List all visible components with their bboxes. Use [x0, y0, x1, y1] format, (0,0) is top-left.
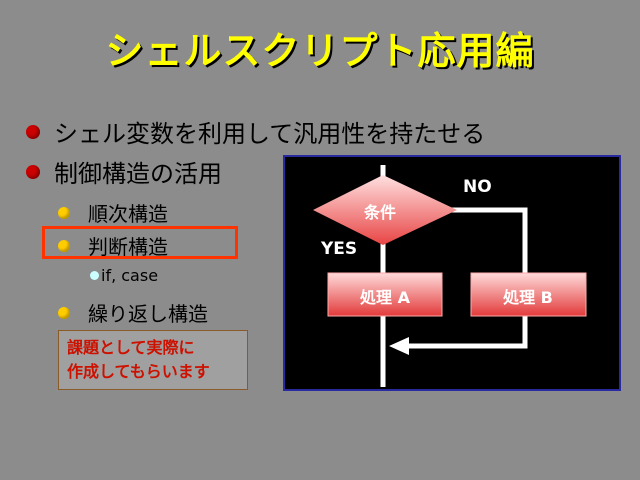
sub-bullet-text: 判断構造 — [88, 235, 168, 259]
process-a-label: 処理 A — [360, 288, 410, 307]
sub-sub-bullet-if-case: if, case — [90, 266, 158, 285]
flowchart-svg — [313, 165, 587, 387]
yellow-bullet-icon — [58, 206, 70, 219]
red-bullet-icon — [26, 164, 40, 179]
assignment-line-2: 作成してもらいます — [67, 362, 210, 381]
cyan-bullet-icon — [90, 271, 99, 280]
bullet-shell-variables: シェル変数を利用して汎用性を持たせる — [26, 114, 485, 149]
assignment-line-1: 課題として実際に — [67, 338, 195, 357]
sub-bullet-text: 繰り返し構造 — [88, 302, 208, 326]
assignment-note: 課題として実際に 作成してもらいます — [58, 330, 248, 390]
yellow-bullet-icon — [58, 239, 70, 252]
sub-bullet-text: 順次構造 — [88, 202, 168, 226]
condition-label: 条件 — [364, 203, 397, 222]
sub-sub-bullet-text: if, case — [101, 266, 159, 285]
no-label: NO — [463, 177, 492, 197]
decision-highlight-frame — [42, 226, 238, 259]
bullet-control-structures: 制御構造の活用 — [26, 154, 222, 189]
merge-arrow-head — [389, 337, 409, 355]
sub-bullet-decision: 判断構造 — [58, 231, 168, 260]
sub-bullet-loop: 繰り返し構造 — [58, 298, 208, 327]
condition-diamond — [313, 175, 457, 245]
process-b-box — [470, 272, 587, 317]
flowchart-panel: 条件 NO YES 処理 A 処理 B — [283, 155, 621, 391]
bullet-text: 制御構造の活用 — [54, 160, 222, 188]
slide-title: シェルスクリプト応用編 — [105, 29, 535, 73]
red-bullet-icon — [26, 124, 40, 139]
yes-label: YES — [321, 239, 358, 259]
process-b-label: 処理 B — [503, 288, 553, 307]
sub-bullet-sequential: 順次構造 — [58, 198, 168, 227]
process-a-box — [327, 272, 443, 317]
yellow-bullet-icon — [58, 306, 70, 319]
bullet-text: シェル変数を利用して汎用性を持たせる — [54, 120, 486, 148]
